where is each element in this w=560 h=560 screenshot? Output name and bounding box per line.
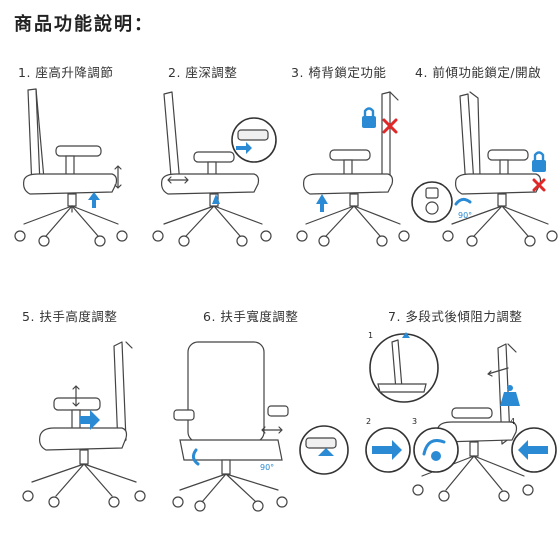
lock-icon — [532, 151, 546, 172]
chair-illustration-seat-height — [6, 84, 136, 254]
angle-label: 90° — [458, 211, 472, 220]
arrow-icon — [316, 194, 328, 212]
feature-label-tilt-tension: 7. 多段式後傾阻力調整 — [388, 309, 523, 324]
arrow-icon — [518, 440, 548, 460]
chair-illustration-tilt-tension: 1 2 3 4 — [362, 328, 558, 528]
weight-icon — [500, 385, 520, 406]
svg-text:3: 3 — [412, 417, 417, 426]
chair-illustration-armrest-width: 90° — [168, 330, 358, 520]
svg-text:1: 1 — [368, 331, 373, 340]
arrow-icon — [318, 448, 334, 456]
angle-label: 90° — [260, 463, 274, 472]
arrow-icon — [212, 194, 220, 204]
cross-icon — [532, 178, 546, 192]
cross-icon — [382, 118, 398, 134]
chair-illustration-back-lock — [290, 84, 415, 254]
chair-illustration-forward-tilt: 90° — [408, 84, 558, 254]
feature-label-seat-height: 1. 座高升降調節 — [18, 65, 114, 80]
arrow-icon — [80, 410, 100, 430]
page-title: 商品功能說明： — [14, 14, 154, 35]
feature-label-back-lock: 3. 椅背鎖定功能 — [291, 65, 387, 80]
svg-text:2: 2 — [366, 417, 371, 426]
feature-label-forward-tilt: 4. 前傾功能鎖定/開啟 — [415, 65, 542, 80]
feature-label-seat-depth: 2. 座深調整 — [168, 65, 238, 80]
feature-label-armrest-width: 6. 扶手寬度調整 — [203, 309, 299, 324]
arrow-icon — [236, 142, 252, 154]
svg-text:4: 4 — [510, 417, 515, 426]
arrow-icon — [402, 332, 410, 338]
chair-illustration-seat-depth — [146, 84, 281, 254]
arrow-icon — [88, 192, 100, 208]
arrow-icon — [372, 440, 402, 460]
feature-label-armrest-height: 5. 扶手高度調整 — [22, 309, 118, 324]
lock-icon — [362, 107, 376, 128]
chair-illustration-armrest-height — [10, 330, 150, 520]
